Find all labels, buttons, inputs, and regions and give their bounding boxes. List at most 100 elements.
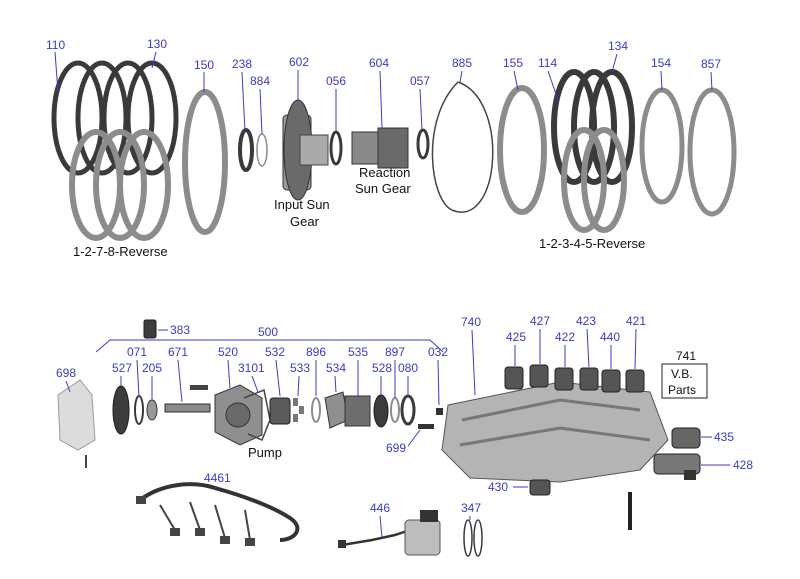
- label-pump: Pump: [248, 445, 282, 460]
- clutch-pack-left: [51, 60, 179, 241]
- solenoid-row: [504, 364, 645, 393]
- solenoid-423: [579, 367, 599, 391]
- label-input-sun-2: Gear: [290, 214, 320, 229]
- connector-wire: [341, 528, 411, 547]
- leader-671: [177, 359, 183, 403]
- steel-plate: [561, 127, 607, 233]
- harness-connector: [195, 528, 205, 536]
- callout-114: 114: [538, 56, 557, 70]
- connector-tip: [338, 540, 346, 548]
- leader-534: [334, 375, 337, 393]
- callout-155: 155: [503, 56, 523, 70]
- part-032-plug: [436, 408, 443, 415]
- callout-857: 857: [701, 57, 721, 71]
- callout-130: 130: [147, 37, 167, 51]
- leader-155: [513, 70, 519, 91]
- part-428-connector: [684, 470, 696, 480]
- leader-532: [275, 359, 281, 397]
- part-527-gear: [112, 385, 130, 435]
- callout-532: 532: [265, 345, 285, 359]
- part-535-housing: [344, 395, 371, 427]
- leader-114: [547, 70, 559, 101]
- callout-3101: 3101: [238, 361, 265, 375]
- callout-205: 205: [142, 361, 162, 375]
- callout-428: 428: [733, 458, 753, 472]
- leader-446: [379, 515, 383, 539]
- pump-body-bore: [225, 402, 251, 428]
- leader-238: [241, 71, 246, 133]
- part-080-seal: [400, 394, 416, 426]
- group-bracket-500: [95, 339, 444, 353]
- callout-604: 604: [369, 56, 389, 70]
- solenoid-440: [601, 369, 621, 393]
- harness-branches: [159, 501, 251, 541]
- callout-897: 897: [385, 345, 405, 359]
- part-671-shaft: [164, 403, 211, 413]
- callout-535: 535: [348, 345, 368, 359]
- leader-154: [660, 70, 663, 91]
- callout-154: 154: [651, 56, 671, 70]
- clutch-plate: [125, 60, 179, 176]
- part-4461-wire-harness: [136, 482, 300, 546]
- part-698-housing: [57, 379, 96, 451]
- connector-plug: [420, 510, 438, 522]
- leader-533: [297, 375, 300, 397]
- leader-032: [437, 359, 440, 406]
- leader-699: [407, 429, 421, 447]
- part-428-solenoid: [653, 453, 701, 475]
- callout-671: 671: [168, 345, 188, 359]
- label-vb-2: Parts: [668, 383, 696, 397]
- part-238-ring: [238, 128, 254, 172]
- part-056-bearing: [329, 130, 343, 166]
- clutch-plate: [101, 60, 155, 176]
- part-533-vanes: [293, 398, 304, 422]
- callout-110: 110: [46, 38, 65, 52]
- callout-500: 500: [258, 325, 278, 339]
- callout-421: 421: [626, 314, 646, 328]
- valve-body-channel: [461, 398, 641, 422]
- callout-602: 602: [289, 55, 309, 69]
- gear-shaft: [299, 134, 329, 166]
- callout-134: 134: [608, 39, 628, 53]
- leader-520: [227, 359, 231, 389]
- reaction-gear-teeth: [377, 127, 409, 169]
- part-699-filter-seal: [418, 424, 434, 429]
- leader-857: [710, 71, 713, 91]
- callout-534: 534: [326, 361, 346, 375]
- part-532-rotor: [269, 397, 291, 425]
- part-885-snap-ring-back: [431, 81, 459, 211]
- valve-body-casting: [441, 381, 669, 483]
- solenoid-421: [625, 369, 645, 393]
- part-435-solenoid: [671, 427, 701, 449]
- callout-427: 427: [530, 314, 550, 328]
- steel-plate: [117, 129, 171, 241]
- part-671-bolt: [190, 385, 208, 390]
- callout-440: 440: [600, 330, 620, 344]
- input-sun-gear: [282, 99, 329, 201]
- callout-896: 896: [306, 345, 326, 359]
- vane: [293, 414, 298, 422]
- callout-885: 885: [452, 56, 472, 70]
- callout-528: 528: [372, 361, 392, 375]
- leader-057: [419, 88, 423, 131]
- leader-421: [634, 328, 637, 370]
- callout-741: 741: [676, 349, 696, 363]
- harness-connector: [220, 536, 230, 544]
- part-150-ring: [182, 89, 228, 235]
- callout-527: 527: [112, 361, 132, 375]
- vane: [293, 398, 298, 406]
- label-reaction-sun-1: Reaction: [359, 165, 410, 180]
- part-383-plug: [143, 319, 157, 339]
- callout-435: 435: [714, 430, 734, 444]
- label-clutch-left: 1-2-7-8-Reverse: [73, 244, 168, 259]
- solenoid-422: [554, 367, 574, 391]
- callout-446: 446: [370, 501, 390, 515]
- leader-110: [54, 51, 59, 93]
- harness-connector: [245, 538, 255, 546]
- callout-422: 422: [555, 330, 575, 344]
- part-205-bearing: [146, 399, 158, 421]
- leader-423: [586, 328, 590, 368]
- steel-plate: [93, 129, 147, 241]
- callout-533: 533: [290, 361, 310, 375]
- clutch-plate: [571, 69, 617, 185]
